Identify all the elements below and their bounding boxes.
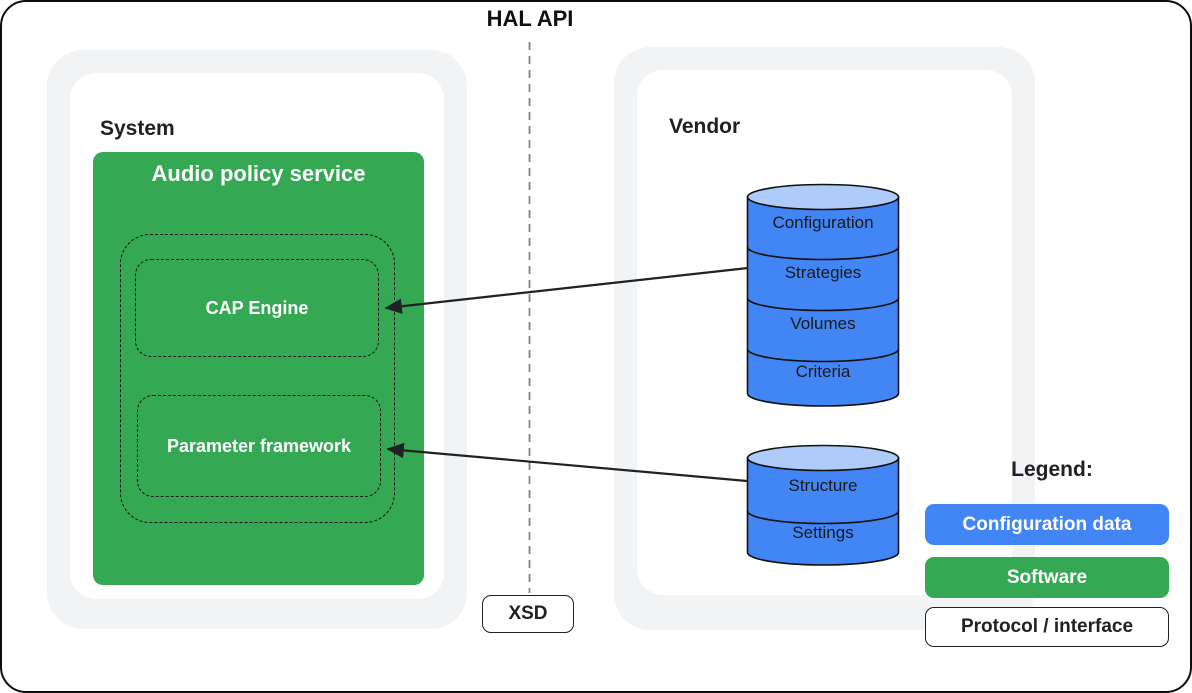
legend-protocol-interface: Protocol / interface [925,607,1169,647]
db-section-label: Configuration [772,213,873,232]
xsd-box: XSD [482,595,574,633]
configuration-database-cylinder: Configuration Strategies Volumes Criteri… [746,183,900,407]
xsd-label: XSD [508,603,548,624]
audio-policy-service-title: Audio policy service [151,161,366,186]
cap-engine-label: CAP Engine [205,297,309,318]
legend-title: Legend: [1011,458,1093,481]
engine-outer-dashed-box [120,234,395,523]
cylinder-divider [746,348,900,363]
db-section-label: Structure [789,476,858,495]
legend-software: Software [925,557,1169,598]
db-section-label: Settings [792,523,853,542]
cylinder-top [746,444,900,472]
hal-api-label: HAL API [486,6,574,31]
db-section-label: Volumes [790,314,855,333]
cylinder-top [746,183,900,211]
legend-configuration-data: Configuration data [925,504,1169,545]
cylinder-body [746,457,900,566]
db-section-label: Criteria [796,362,851,381]
cap-engine-box: CAP Engine [135,259,379,357]
cylinder-body [746,196,900,407]
cylinder-divider [746,510,900,525]
settings-database-cylinder: Structure Settings [746,444,900,566]
db-section-label: Strategies [785,263,862,282]
parameter-framework-box: Parameter framework [137,395,381,497]
system-label: System [100,117,175,140]
cylinder-divider [746,246,900,261]
audio-policy-service-box: Audio policy service CAP Engine Paramete… [93,152,424,585]
vendor-label: Vendor [669,115,741,138]
parameter-framework-label: Parameter framework [166,435,352,456]
cylinder-divider [746,297,900,312]
